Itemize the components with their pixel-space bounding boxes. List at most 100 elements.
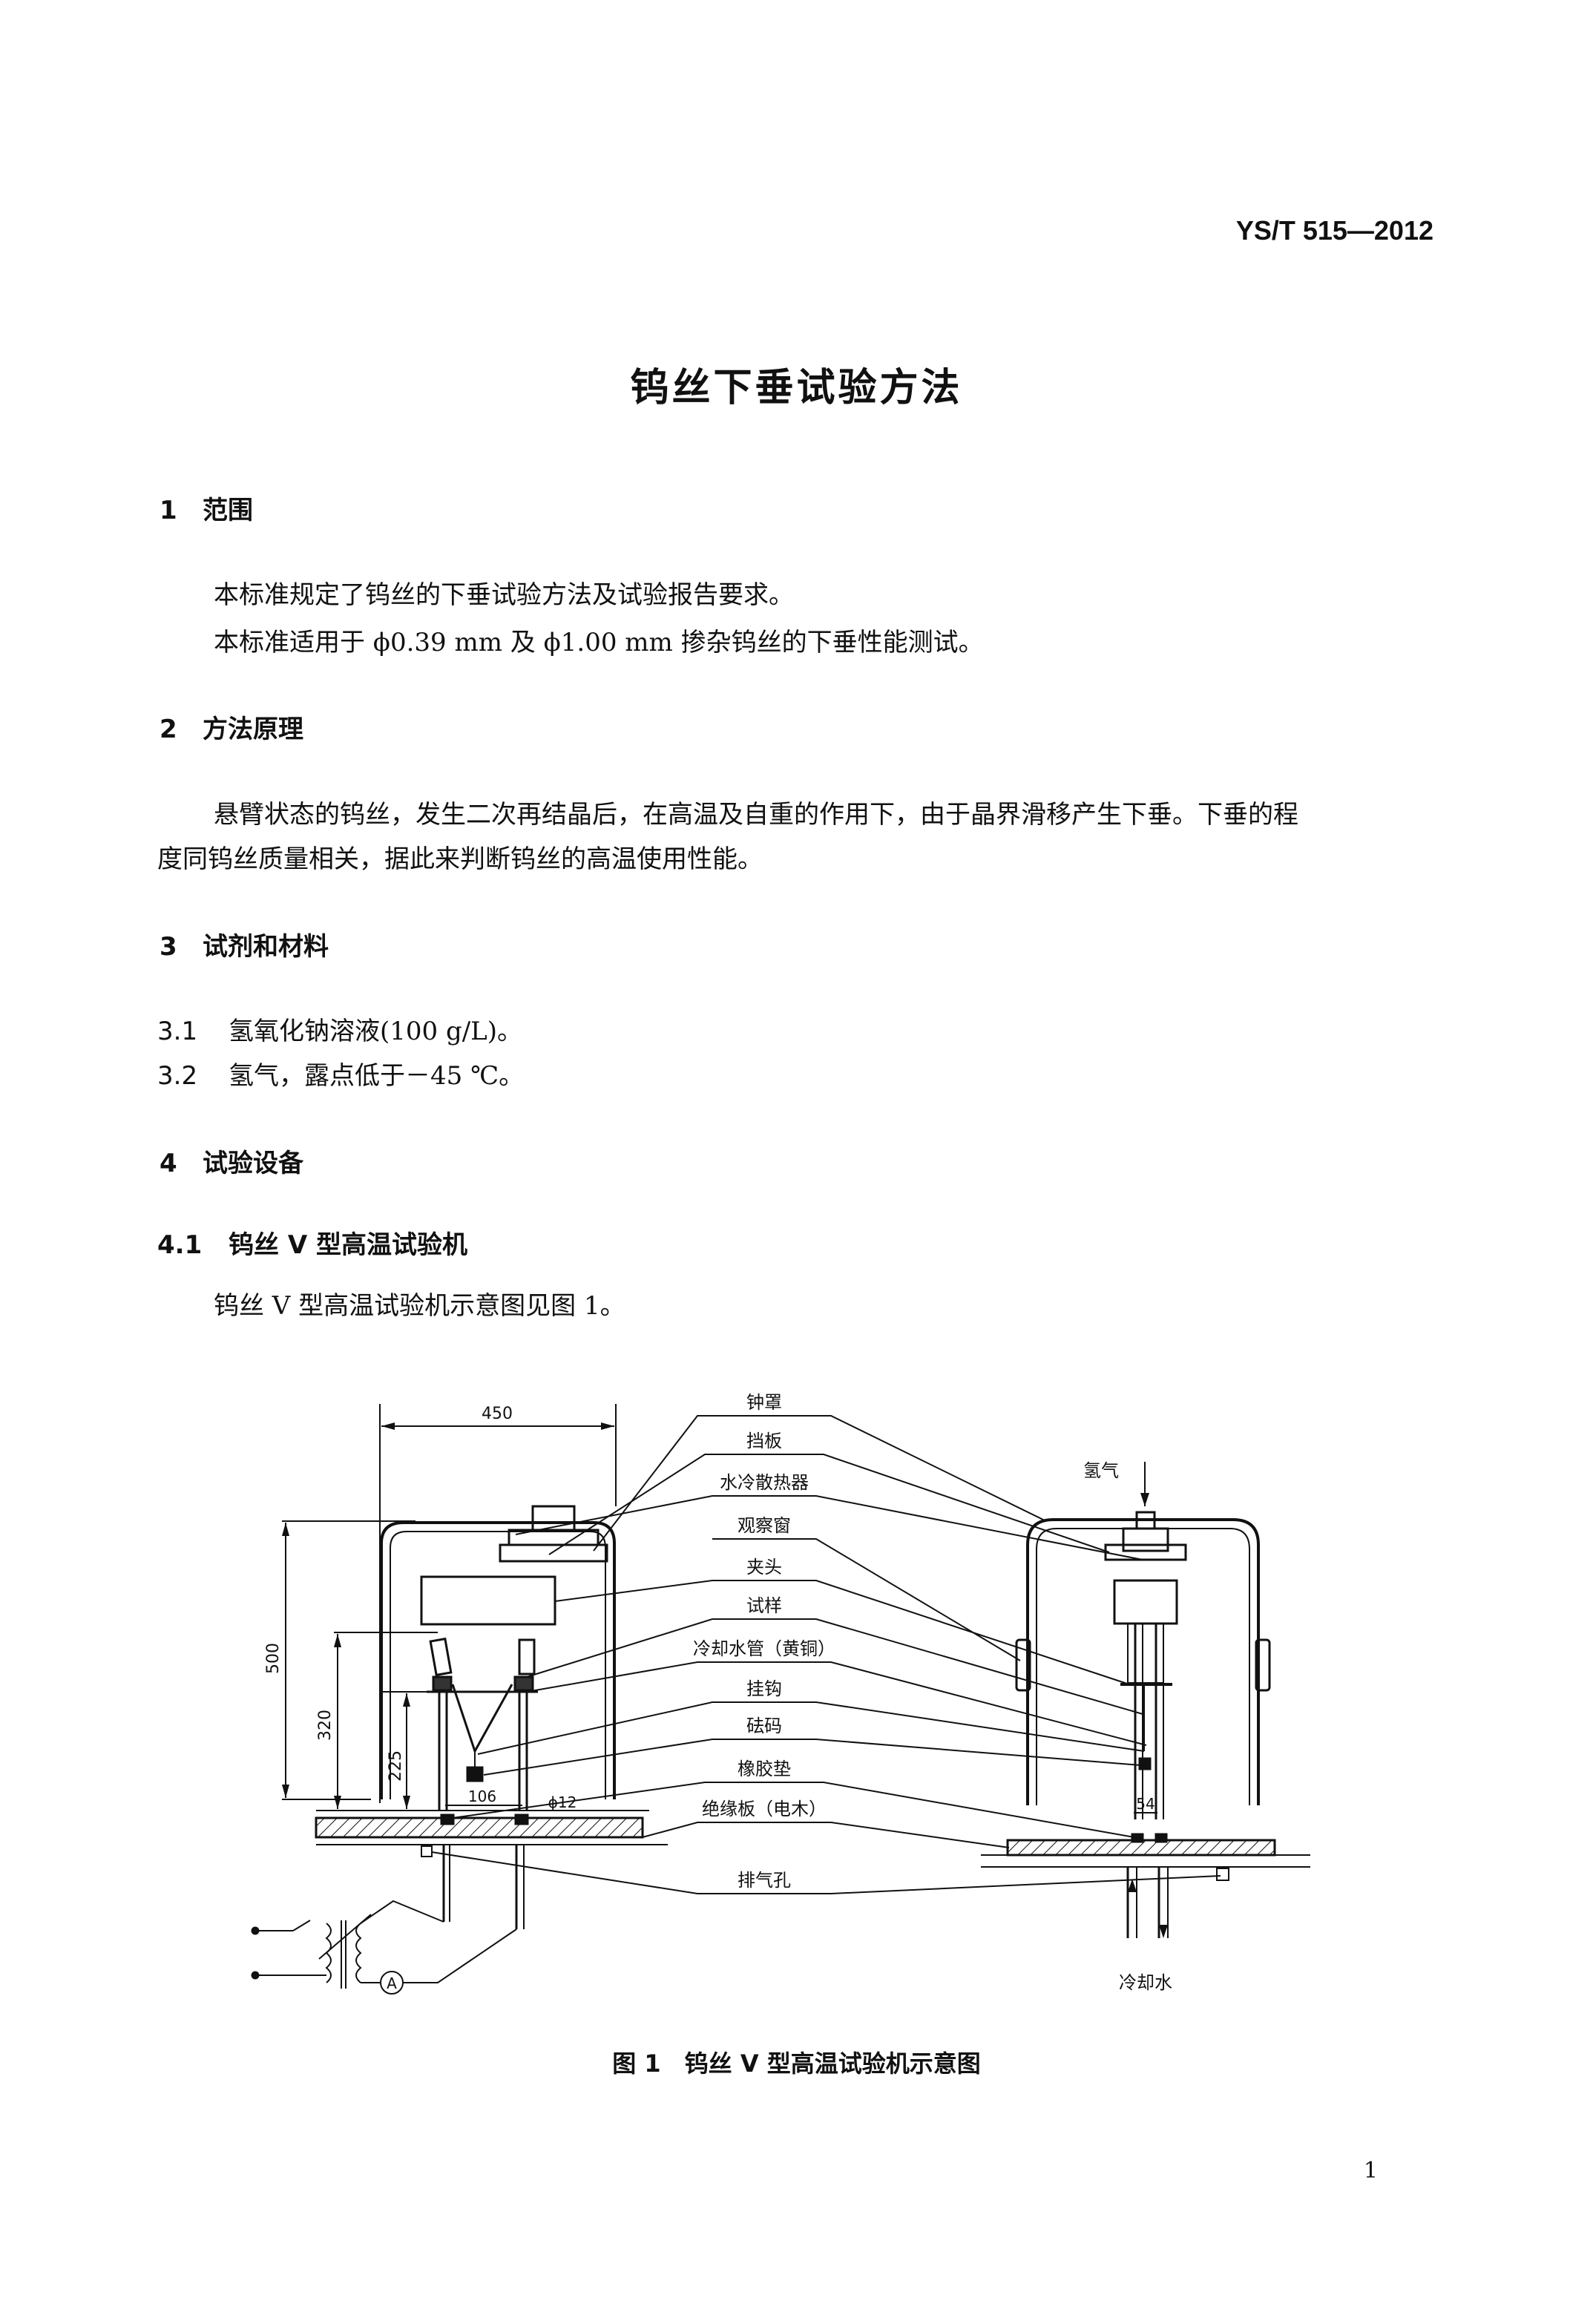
principle-paragraph-line1: 悬臂状态的钨丝，发生二次再结晶后，在高温及自重的作用下，由于晶界滑移产生下垂。下… — [214, 800, 1298, 830]
arrowhead — [334, 1796, 341, 1809]
cooling-water-label: 冷却水 — [1119, 1972, 1172, 1993]
label-exhaust-hole: 排气孔 — [738, 1870, 791, 1891]
dim-height-label: 500 — [264, 1643, 283, 1674]
dim-h2-label: 320 — [316, 1710, 335, 1741]
label-bell-jar: 钟罩 — [746, 1392, 782, 1413]
label-baffle: 挡板 — [746, 1431, 782, 1451]
arrowhead — [381, 1422, 395, 1430]
section-title: 范围 — [203, 496, 253, 525]
dim-width-label: 450 — [482, 1405, 513, 1423]
arrowhead — [282, 1523, 289, 1536]
subsection-title: 钨丝 V 型高温试验机 — [229, 1230, 467, 1260]
transformer-primary — [325, 1923, 332, 1983]
leader-rubber-pad — [452, 1782, 1143, 1839]
leader-bell-jar — [593, 1415, 1047, 1552]
subsection-4-1-heading: 4.1 钨丝 V 型高温试验机 — [157, 1224, 467, 1261]
section-2-heading: 2 方法原理 — [160, 709, 303, 745]
baffle — [420, 1575, 556, 1626]
label-window: 观察窗 — [738, 1515, 791, 1536]
ammeter-label: A — [387, 1975, 397, 1992]
arrow-down — [1159, 1925, 1168, 1938]
arrowhead — [403, 1693, 410, 1707]
radiator-lower — [499, 1543, 608, 1563]
terminal — [251, 1971, 260, 1980]
scope-paragraph-2: 本标准适用于 ϕ0.39 mm 及 ϕ1.00 mm 掺杂钨丝的下垂性能测试。 — [214, 628, 984, 657]
terminal — [251, 1926, 260, 1935]
rubber-pad — [1154, 1833, 1168, 1843]
item-number: 3.1 — [157, 1017, 198, 1046]
weight-right — [1138, 1757, 1152, 1770]
radiator-right — [1122, 1527, 1169, 1552]
arrowhead — [1140, 1493, 1149, 1506]
leader-cooling-tube — [526, 1661, 1147, 1746]
clamp-block-left — [432, 1675, 453, 1692]
dim-d1-label: 106 — [468, 1788, 496, 1805]
scope-paragraph-1: 本标准规定了钨丝的下垂试验方法及试验报告要求。 — [214, 580, 794, 610]
label-radiator: 水冷散热器 — [720, 1472, 809, 1493]
arrow-up — [1128, 1879, 1137, 1892]
label-weight: 砝码 — [746, 1716, 782, 1736]
principle-paragraph-line2: 度同钨丝质量相关，据此来判断钨丝的高温使用性能。 — [157, 844, 763, 874]
rubber-pad — [514, 1813, 529, 1825]
leader-exhaust-hole — [431, 1851, 1221, 1894]
clamp-block-right — [513, 1675, 534, 1692]
left-clamp-arm — [429, 1637, 453, 1677]
item-3-2: 3.2 氢气，露点低于－45 ℃。 — [157, 1055, 524, 1092]
dim-h3-label: 225 — [387, 1750, 405, 1782]
insulating-plate-left — [315, 1816, 644, 1839]
transformer-secondary — [355, 1923, 362, 1983]
section-4-heading: 4 试验设备 — [160, 1143, 303, 1179]
bell-jar-left-inner — [390, 1531, 606, 1799]
clamp-body-right — [1127, 1623, 1164, 1684]
switch — [292, 1920, 311, 1931]
exhaust-hole — [1216, 1868, 1229, 1881]
leader-radiator — [515, 1495, 1143, 1560]
figure-caption: 图 1 钨丝 V 型高温试验机示意图 — [612, 2049, 981, 2078]
equipment-paragraph: 钨丝 V 型高温试验机示意图见图 1。 — [214, 1291, 625, 1321]
section-1-heading: 1 范围 — [160, 490, 253, 526]
document-title: 钨丝下垂试验方法 — [630, 366, 963, 410]
right-clamp-arm — [518, 1638, 536, 1675]
section-number: 4 — [160, 1149, 177, 1178]
circuit-wire — [360, 1900, 444, 1924]
section-number: 2 — [160, 715, 177, 744]
hydrogen-label: 氢气 — [1083, 1460, 1119, 1481]
leader-baffle — [548, 1454, 1110, 1555]
label-rubber-pad: 橡胶垫 — [738, 1759, 791, 1779]
circuit-wire — [403, 1929, 517, 1983]
leader-specimen — [526, 1618, 1143, 1715]
weight-left — [466, 1766, 484, 1782]
exhaust-hole — [421, 1845, 433, 1857]
arrowhead — [282, 1785, 289, 1798]
figure-1-diagram: 450 500 320 225 106 ϕ12 — [251, 1392, 1310, 1995]
label-specimen: 试样 — [746, 1595, 782, 1616]
section-number: 1 — [160, 496, 177, 525]
item-text: 氢气，露点低于－45 ℃。 — [229, 1061, 525, 1091]
section-title: 方法原理 — [203, 715, 303, 744]
leader-insulating-plate — [642, 1822, 1010, 1848]
leader-window — [712, 1538, 1021, 1661]
label-hook: 挂钩 — [746, 1678, 782, 1699]
label-cooling-tube: 冷却水管（黄铜） — [693, 1638, 835, 1659]
arrowhead — [601, 1422, 614, 1430]
leader-clamp — [554, 1580, 1130, 1685]
section-title: 试验设备 — [203, 1149, 303, 1178]
dim-d3-label: 54 — [1136, 1795, 1154, 1813]
label-insulating-plate: 绝缘板（电木） — [702, 1799, 827, 1819]
leader-weight — [483, 1739, 1151, 1776]
observation-window-right — [1255, 1638, 1271, 1692]
label-clamp: 夹头 — [746, 1557, 782, 1578]
standard-number: YS/T 515—2012 — [1235, 215, 1433, 246]
clamp-head-right — [1113, 1579, 1178, 1625]
section-3-heading: 3 试剂和材料 — [160, 926, 329, 962]
section-number: 3 — [160, 932, 177, 962]
observation-window-left — [1015, 1638, 1031, 1692]
baffle-right — [1104, 1543, 1187, 1561]
rubber-pad — [440, 1813, 455, 1825]
item-number: 3.2 — [157, 1061, 198, 1091]
leader-hook — [477, 1701, 1145, 1755]
section-title: 试剂和材料 — [203, 932, 329, 962]
subsection-number: 4.1 — [157, 1230, 203, 1260]
bell-jar-right-outer — [1026, 1518, 1260, 1805]
